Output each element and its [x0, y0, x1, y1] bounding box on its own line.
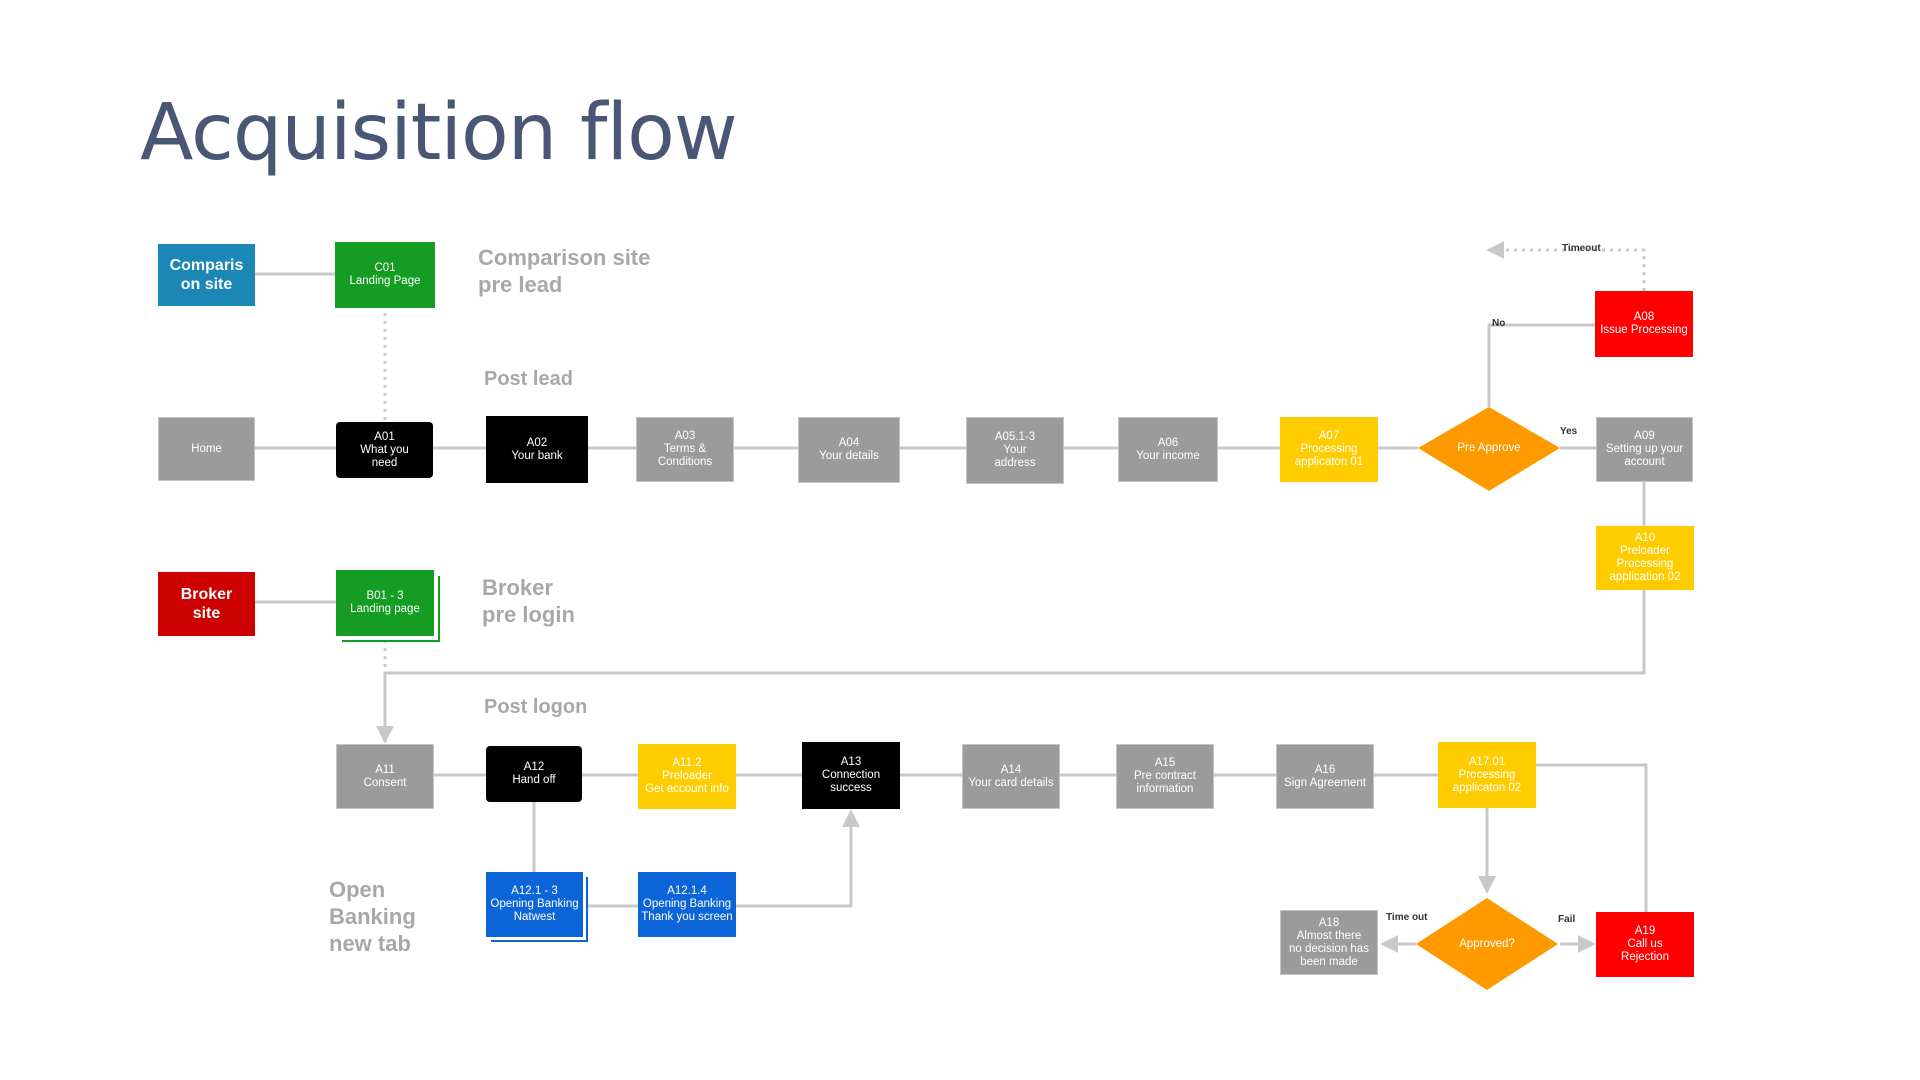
edge-timeout: [1486, 241, 1646, 291]
page-title: Acquisition flow: [140, 88, 738, 178]
edge-a12-1-4-a13: [736, 809, 860, 908]
fail-label: Fail: [1558, 914, 1576, 925]
timeout-label: Timeout: [1562, 243, 1601, 254]
section-post-logon: Post logon: [484, 696, 588, 718]
yes-label: Yes: [1560, 426, 1578, 437]
node-home[interactable]: Home: [158, 417, 255, 481]
approved-diamond: [1416, 898, 1558, 990]
edge-approve-no: [1487, 323, 1595, 407]
edge-a10-a11: [376, 590, 1646, 744]
edge-a17-a19: [1536, 763, 1648, 912]
approved-decision[interactable]: Approved?: [1459, 937, 1515, 950]
pre-approve-decision[interactable]: Pre Approve: [1457, 441, 1521, 454]
section-post-lead: Post lead: [484, 368, 573, 390]
pre-approve-diamond: [1418, 407, 1560, 491]
no-label: No: [1492, 318, 1506, 329]
time-out-label: Time out: [1386, 912, 1428, 923]
